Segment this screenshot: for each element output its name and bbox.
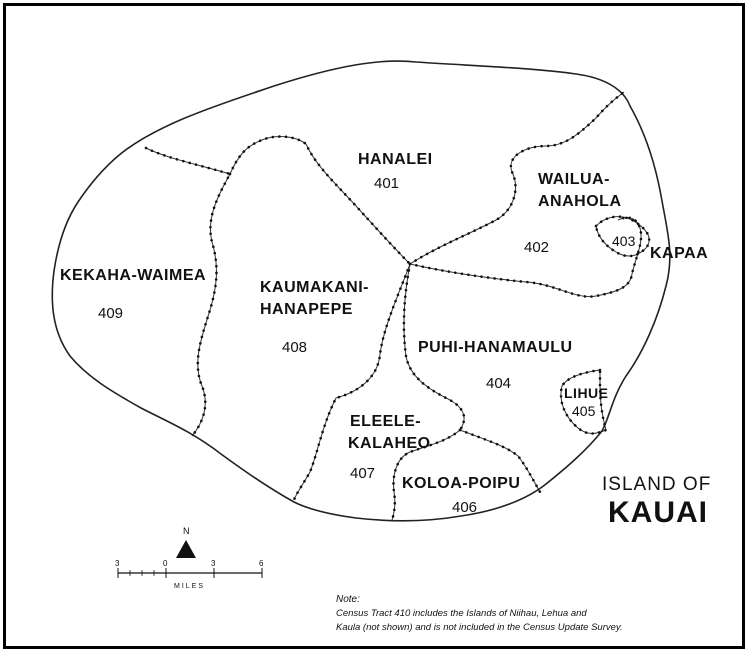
kauai-census-map: HANALEI 401 WAILUA- ANAHOLA 402 403 KAPA… — [51, 60, 711, 633]
scale-tick-label: 3 — [115, 559, 120, 568]
scale-tick-label: 3 — [211, 559, 216, 568]
tract-number-401: 401 — [374, 175, 399, 192]
island-title-line1: ISLAND OF — [602, 474, 711, 495]
tract-name-408-line2: HANAPEPE — [260, 301, 353, 318]
tract-name-408-line1: KAUMAKANI- — [260, 279, 369, 296]
tract-name-404: PUHI-HANAMAULU — [418, 339, 573, 356]
tract-name-406: KOLOA-POIPU — [402, 475, 520, 492]
tract-name-405: LIHUE — [564, 385, 609, 401]
note-line-2: Kaula (not shown) and is not included in… — [336, 622, 623, 633]
note-line-1: Census Tract 410 includes the Islands of… — [336, 608, 587, 619]
north-arrow-label: N — [183, 526, 190, 536]
tract-number-403: 403 — [612, 233, 636, 249]
tract-name-402-line1: WAILUA- — [538, 171, 610, 188]
tract-name-407-line2: KALAHEO — [348, 435, 431, 452]
tract-name-401: HANALEI — [358, 151, 433, 168]
tract-number-406: 406 — [452, 499, 477, 516]
tract-number-404: 404 — [486, 375, 511, 392]
note-heading: Note: — [336, 594, 360, 605]
boundary-kekaha-kaumakani — [144, 146, 232, 438]
tract-name-407-line1: ELEELE- — [350, 413, 421, 430]
scale-tick-label: 0 — [163, 559, 168, 568]
scale-bar: 3 0 3 6 MILES — [115, 559, 264, 590]
island-title-line2: KAUAI — [608, 496, 708, 529]
island-coastline — [51, 60, 671, 522]
tract-name-403: KAPAA — [650, 245, 708, 262]
boundary-wailua-puhi — [408, 216, 643, 298]
tract-name-409: KEKAHA-WAIMEA — [60, 267, 206, 284]
tract-name-402-line2: ANAHOLA — [538, 193, 622, 210]
map-frame: HANALEI 401 WAILUA- ANAHOLA 402 403 KAPA… — [3, 3, 745, 649]
tract-number-407: 407 — [350, 465, 375, 482]
scale-tick-label: 6 — [259, 559, 264, 568]
north-arrow-icon: N — [176, 526, 196, 558]
tract-number-405: 405 — [572, 403, 596, 419]
tract-number-409: 409 — [98, 305, 123, 322]
tract-number-408: 408 — [282, 339, 307, 356]
scale-unit-label: MILES — [174, 583, 205, 590]
tract-number-402: 402 — [524, 239, 549, 256]
